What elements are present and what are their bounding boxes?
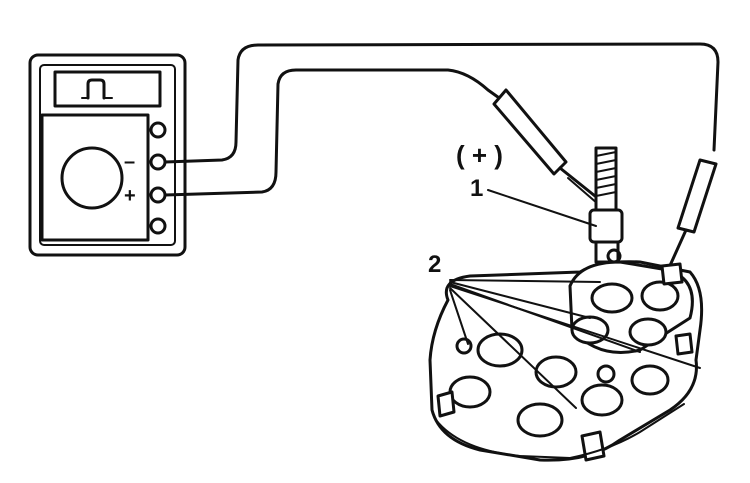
diode-lobe: [448, 375, 492, 409]
diode-lobe: [640, 280, 680, 312]
callout-1-label: 1: [470, 175, 483, 202]
diode-lobe: [476, 332, 524, 368]
diode-lobe: [580, 383, 624, 417]
plus-terminal-label: +: [124, 185, 136, 207]
minus-terminal-label: –: [124, 151, 135, 173]
edge-clip: [660, 262, 684, 286]
multimeter: – +: [28, 53, 187, 257]
terminal-stud: [588, 146, 624, 264]
multimeter-bezel: [39, 64, 176, 246]
mounting-bolt: [455, 337, 473, 355]
edge-clip: [436, 390, 456, 418]
callout-2-label: 2: [428, 251, 441, 278]
polarity-label: ( + ): [456, 140, 503, 170]
rectifier-assembly: [428, 248, 704, 462]
diode-lobe: [630, 364, 670, 396]
negative-test-lead: [163, 42, 720, 164]
diode-lobe: [534, 355, 578, 389]
callout-1-leader: [487, 189, 597, 227]
pulse-wave-icon: [86, 78, 106, 100]
positive-test-lead: [163, 68, 504, 197]
rotary-dial[interactable]: [60, 146, 124, 210]
edge-clip: [580, 430, 606, 462]
terminal-top[interactable]: [149, 121, 167, 139]
edge-clip: [674, 332, 694, 356]
mounting-bolt: [596, 364, 616, 384]
mounting-bolt: [606, 248, 622, 264]
positive-probe[interactable]: [492, 88, 602, 205]
callout-2-leaders: [449, 279, 701, 409]
diode-lobe: [590, 282, 634, 314]
terminal-bottom[interactable]: [149, 217, 167, 235]
terminal-minus[interactable]: [149, 153, 167, 171]
diode-lobe: [516, 402, 564, 438]
terminal-plus[interactable]: [149, 186, 167, 204]
diode-lobe: [628, 317, 668, 347]
multimeter-display: [53, 70, 162, 108]
negative-probe[interactable]: [666, 158, 718, 272]
